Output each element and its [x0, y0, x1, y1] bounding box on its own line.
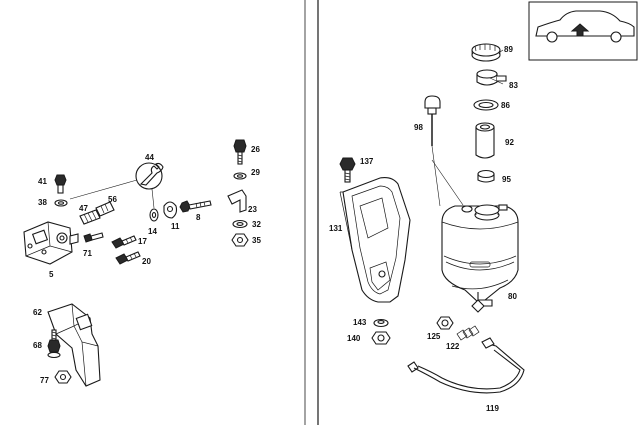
part-bracket-11 — [163, 201, 178, 219]
part-reservoir-80 — [441, 204, 519, 313]
part-cap-89 — [471, 43, 501, 62]
label-35: 35 — [252, 236, 261, 245]
part-washer-32 — [232, 219, 248, 229]
part-screw-20 — [115, 251, 141, 265]
label-29: 29 — [251, 168, 260, 177]
part-bolt-8 — [179, 200, 212, 213]
part-filter-92 — [475, 122, 495, 159]
label-140: 140 — [347, 334, 361, 343]
label-80: 80 — [508, 292, 517, 301]
part-valve-47 — [79, 209, 101, 225]
label-98: 98 — [414, 123, 423, 132]
label-131: 131 — [329, 224, 343, 233]
part-grommet-95 — [477, 169, 495, 183]
part-cap-83 — [476, 69, 507, 86]
label-125: 125 — [427, 332, 441, 341]
label-5: 5 — [49, 270, 54, 279]
part-nut-35 — [231, 233, 249, 247]
part-fitting-56 — [95, 201, 115, 217]
vehicle-location-inset — [528, 1, 638, 61]
label-92: 92 — [505, 138, 514, 147]
part-nut-77 — [54, 370, 72, 384]
label-56: 56 — [108, 195, 117, 204]
label-32: 32 — [252, 220, 261, 229]
part-bolt-137 — [339, 157, 356, 183]
label-119: 119 — [486, 404, 499, 413]
label-20: 20 — [142, 257, 151, 266]
label-95: 95 — [502, 175, 511, 184]
label-44: 44 — [145, 153, 154, 162]
label-143: 143 — [353, 318, 367, 327]
part-pump-5 — [23, 221, 79, 265]
part-dipstick-98 — [424, 95, 441, 146]
part-washer-14 — [149, 208, 159, 222]
part-strap-119 — [407, 337, 525, 394]
part-bracket-131 — [339, 177, 411, 303]
part-nut-140 — [371, 331, 391, 345]
label-71: 71 — [83, 249, 92, 258]
part-washer-38 — [54, 199, 68, 207]
label-11: 11 — [171, 222, 180, 231]
label-14: 14 — [148, 227, 157, 236]
part-fitting-125 — [436, 316, 454, 330]
label-137: 137 — [360, 157, 374, 166]
label-38: 38 — [38, 198, 47, 207]
part-clip-23 — [227, 189, 247, 213]
label-8: 8 — [196, 213, 201, 222]
part-washer-29 — [233, 172, 247, 180]
part-screw-71 — [83, 232, 104, 243]
part-screw-17 — [111, 235, 137, 249]
label-68: 68 — [33, 341, 42, 350]
label-89: 89 — [504, 45, 513, 54]
label-47: 47 — [79, 204, 88, 213]
part-bolt-26 — [233, 139, 247, 165]
label-86: 86 — [501, 101, 510, 110]
part-bolt-41 — [54, 174, 67, 194]
label-77: 77 — [40, 376, 49, 385]
part-bolt-68 — [47, 329, 61, 359]
part-bracket-62 — [47, 303, 101, 387]
label-83: 83 — [509, 81, 518, 90]
part-washer-143 — [373, 318, 389, 328]
part-washer-86 — [473, 99, 499, 111]
label-26: 26 — [251, 145, 260, 154]
label-122: 122 — [446, 342, 460, 351]
part-tool-44 — [135, 162, 164, 190]
label-62: 62 — [33, 308, 42, 317]
label-17: 17 — [138, 237, 147, 246]
label-23: 23 — [248, 205, 257, 214]
part-hose-clamp-122 — [456, 325, 480, 341]
label-41: 41 — [38, 177, 47, 186]
